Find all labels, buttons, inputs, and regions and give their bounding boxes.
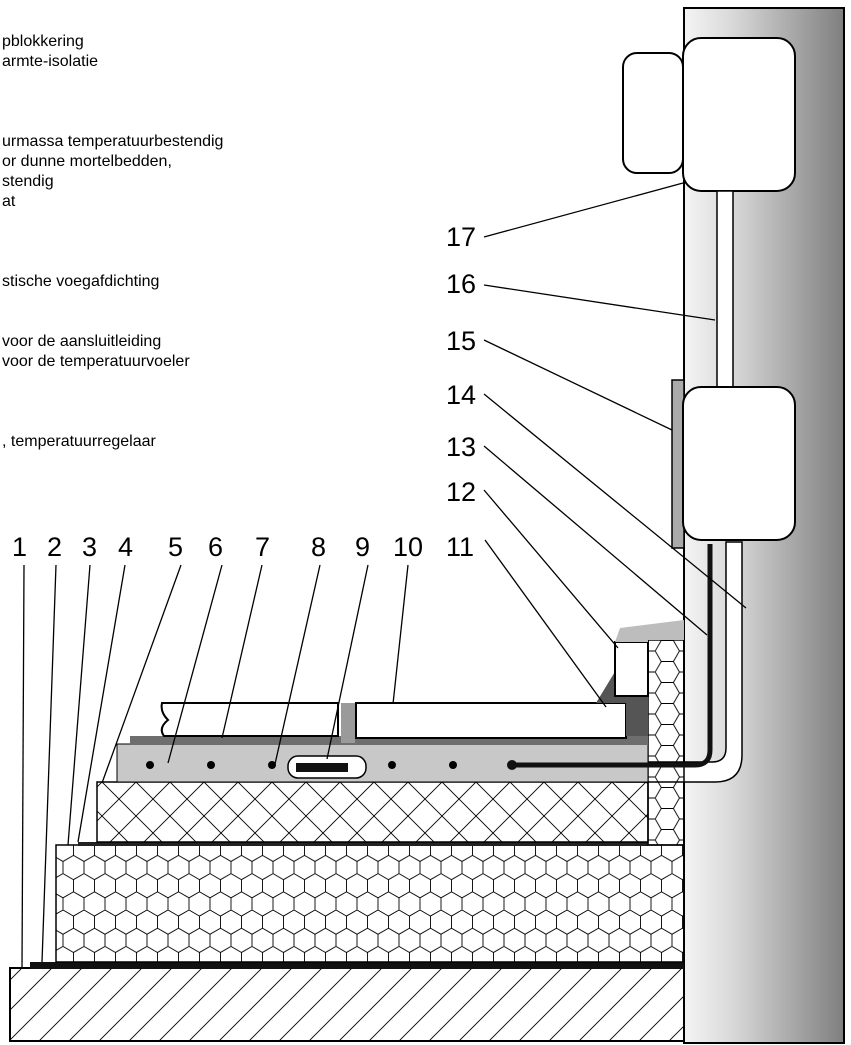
connection-cable: [512, 544, 713, 768]
floor-tile-broken: [160, 702, 339, 737]
legend-line: urmassa temperatuurbestendig: [2, 133, 224, 150]
legend-line: stische voegafdichting: [2, 273, 160, 290]
legend-line: at: [2, 193, 16, 210]
heating-cable-dot: [146, 761, 154, 769]
callout-16: 16: [446, 269, 476, 299]
tile-joint: [341, 703, 355, 743]
legend-line: voor de temperatuurvoeler: [2, 353, 190, 370]
floor-tile: [355, 702, 627, 739]
tile-adhesive: [130, 736, 648, 745]
callout-13: 13: [446, 432, 476, 462]
callout-2: 2: [47, 532, 62, 562]
damp-barrier: [30, 962, 684, 969]
legend-line: armte-isolatie: [2, 53, 99, 70]
concrete-slab: [9, 967, 685, 1042]
separation-foil: [78, 842, 648, 846]
conduit-upper: [716, 190, 734, 390]
callout-17: 17: [446, 222, 476, 252]
edge-insulation-strip: [647, 639, 685, 846]
junction-box: [682, 386, 796, 541]
temperature-sensor: [296, 763, 348, 772]
legend-line: pblokkering: [2, 33, 84, 50]
heating-cable-dot: [388, 761, 396, 769]
legend-line: , temperatuurregelaar: [2, 433, 156, 450]
heating-cable-dot: [449, 761, 457, 769]
thermal-insulation: [55, 844, 685, 963]
callout-4: 4: [118, 532, 133, 562]
callout-9: 9: [355, 532, 370, 562]
legend-line: voor de aansluitleiding: [2, 333, 162, 350]
callout-15: 15: [446, 326, 476, 356]
callout-5: 5: [168, 532, 183, 562]
heating-cable-dot: [268, 761, 276, 769]
skirting-tile: [614, 641, 649, 697]
heating-cable-dot: [207, 761, 215, 769]
thermostat-box: [682, 37, 796, 192]
callout-12: 12: [446, 477, 476, 507]
callout-6: 6: [208, 532, 223, 562]
leader-lines-right: [483, 182, 747, 649]
callout-3: 3: [82, 532, 97, 562]
control-knob: [622, 52, 684, 174]
impact-insulation: [96, 781, 649, 843]
callout-7: 7: [255, 532, 270, 562]
callout-11: 11: [446, 532, 474, 562]
legend-line: or dunne mortelbedden,: [2, 153, 172, 170]
leader-lines-bottom: [21, 539, 607, 969]
wall-tile-adhesive: [615, 620, 684, 642]
callout-14: 14: [446, 380, 476, 410]
cable-end: [507, 760, 517, 770]
callout-10: 10: [393, 532, 423, 562]
callout-8: 8: [311, 532, 326, 562]
callout-1: 1: [12, 532, 27, 562]
legend-line: stendig: [2, 173, 54, 190]
